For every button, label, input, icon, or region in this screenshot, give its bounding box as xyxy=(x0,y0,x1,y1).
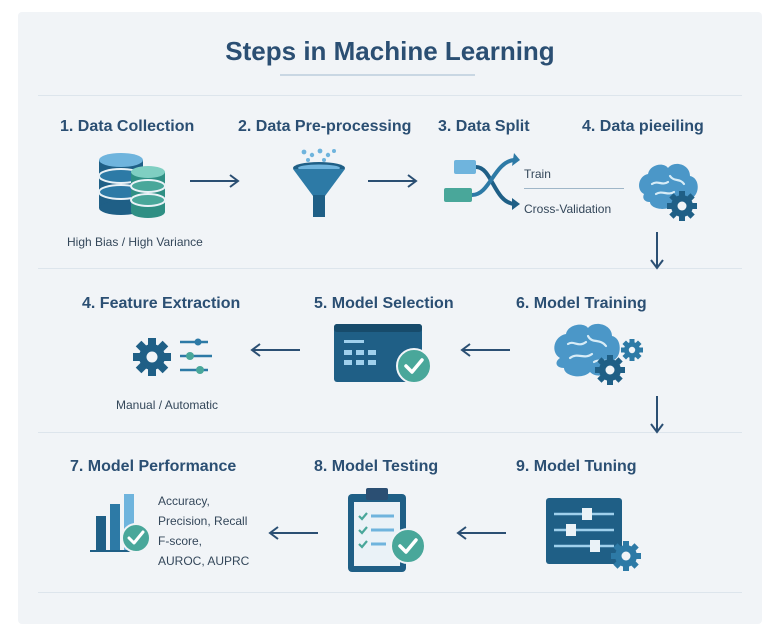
brain-gear-icon xyxy=(639,163,698,221)
metric-auroc-auprc: AUROC, AUPRC xyxy=(158,554,250,568)
arrow-left-icon xyxy=(250,343,300,357)
step-label-data-split: 3. Data Split xyxy=(438,118,530,135)
arrow-down-icon xyxy=(650,232,664,270)
tuning-sliders-icon xyxy=(546,498,641,571)
clipboard-check-icon xyxy=(348,488,426,572)
step-label-data-preprocessing: 2. Data Pre-processing xyxy=(238,118,412,135)
title-underline xyxy=(280,74,475,76)
step-label-model-testing: 8. Model Testing xyxy=(314,458,439,475)
arrow-left-icon xyxy=(460,343,510,357)
metric-accuracy: Accuracy, xyxy=(158,494,210,508)
arrow-right-icon xyxy=(190,174,240,188)
feature-extraction-note: Manual / Automatic xyxy=(116,398,219,412)
row-divider xyxy=(38,432,742,433)
step-label-model-tuning: 9. Model Tuning xyxy=(516,458,637,475)
split-divider xyxy=(524,188,624,189)
step-label-model-training: 6. Model Training xyxy=(516,295,647,312)
diagram-title: Steps in Machine Learning xyxy=(225,36,555,66)
split-arrows-icon xyxy=(444,153,520,210)
funnel-icon xyxy=(293,148,345,217)
arrow-left-icon xyxy=(268,526,318,540)
step-label-model-performance: 7. Model Performance xyxy=(70,458,237,475)
metric-precision-recall: Precision, Recall xyxy=(158,514,248,528)
window-check-icon xyxy=(334,324,432,384)
database-icon xyxy=(98,153,166,218)
bar-chart-check-icon xyxy=(90,494,151,553)
split-branch-cross-validation: Cross-Validation xyxy=(524,202,612,216)
split-branch-train: Train xyxy=(524,167,551,181)
gear-sliders-icon xyxy=(133,338,212,376)
step-label-feature-extraction: 4. Feature Extraction xyxy=(82,295,241,312)
step-label-data-collection: 1. Data Collection xyxy=(60,118,195,135)
brain-gears-icon xyxy=(554,323,643,385)
step-label-data-pipeline: 4. Data pieeiling xyxy=(582,118,704,135)
metric-f-score: F-score, xyxy=(158,534,203,548)
arrow-left-icon xyxy=(456,526,506,540)
data-collection-note: High Bias / High Variance xyxy=(67,235,203,249)
row-divider xyxy=(38,268,742,269)
arrow-down-icon xyxy=(650,396,664,434)
row-divider xyxy=(38,95,742,96)
arrow-right-icon xyxy=(368,174,418,188)
row-divider xyxy=(38,592,742,593)
step-label-model-selection: 5. Model Selection xyxy=(314,295,454,312)
